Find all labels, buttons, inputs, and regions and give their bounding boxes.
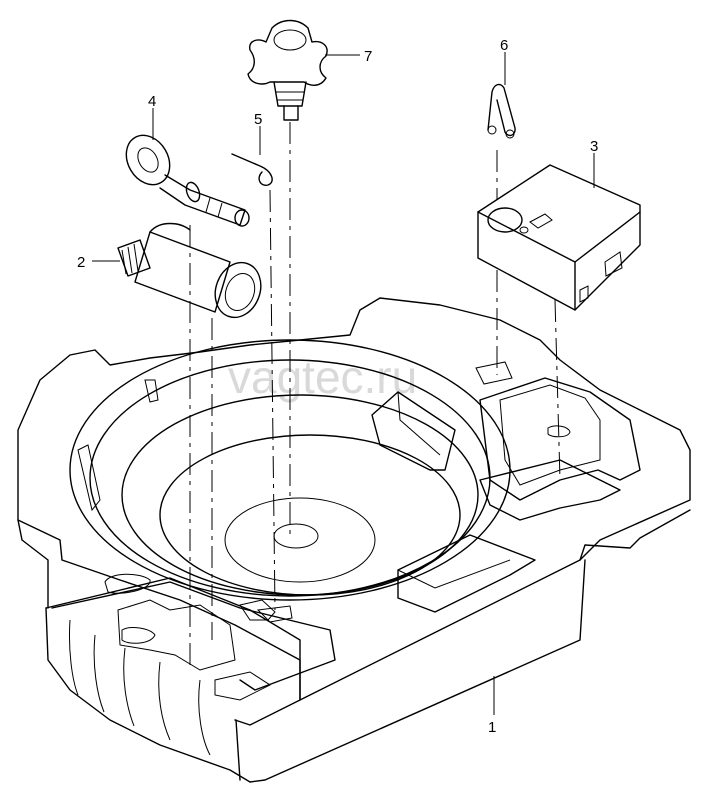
callout-6: 6 bbox=[500, 37, 508, 54]
part-4-towing-eye bbox=[125, 134, 250, 227]
part-6-spring-clip bbox=[487, 83, 516, 139]
part-7-knob-bolt bbox=[247, 19, 328, 121]
assembly-lines bbox=[189, 122, 561, 670]
callout-5: 5 bbox=[254, 111, 262, 128]
watermark: vagtec.ru bbox=[228, 351, 417, 403]
callout-4: 4 bbox=[148, 93, 156, 110]
callout-3: 3 bbox=[590, 138, 598, 155]
part-3-compressor bbox=[477, 164, 641, 311]
part-5-wire-clip bbox=[231, 153, 273, 186]
callout-2: 2 bbox=[77, 254, 85, 271]
callout-1: 1 bbox=[488, 719, 496, 736]
callout-7: 7 bbox=[364, 48, 372, 65]
part-2-cylinder-tool bbox=[117, 222, 262, 319]
leader-lines bbox=[92, 52, 595, 715]
